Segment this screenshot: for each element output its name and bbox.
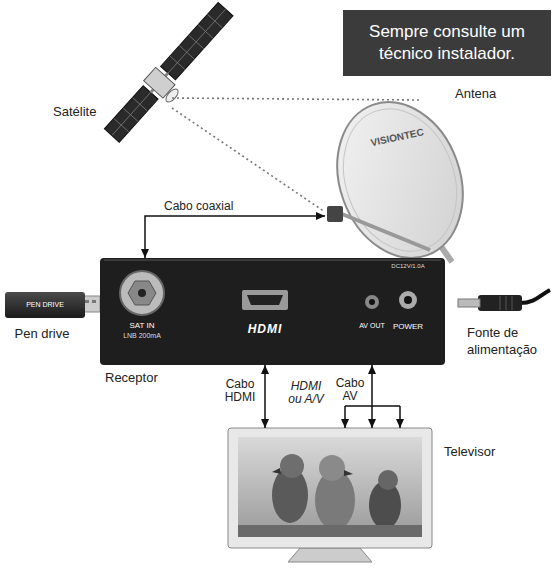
warning-text: Sempre consulte um técnico instalador. — [343, 10, 551, 76]
hdmi-logo: HDMI — [240, 322, 290, 336]
port-name: POWER — [390, 322, 426, 331]
port-rating: DC12V/1.0A — [383, 263, 433, 269]
antenna-drawing — [316, 84, 483, 275]
connector-line — [145, 216, 325, 258]
arrow-head — [141, 249, 149, 258]
option-note: HDMI ou A/V — [284, 380, 328, 406]
port-name: AV OUT — [352, 322, 392, 329]
television-drawing — [228, 428, 432, 562]
power-plug — [458, 290, 550, 311]
cable-connector — [172, 98, 420, 212]
arrow-head — [368, 365, 376, 374]
port-rating: LNB 200mA — [112, 332, 172, 339]
receiver: Receptor — [100, 258, 445, 365]
brand-logo: VISIONTEC — [370, 123, 441, 148]
pen-drive-label: Pen drive — [5, 326, 79, 341]
pen-drive: PEN DRIVEPen drive — [5, 292, 85, 318]
cable-label: Cabo coaxial — [162, 199, 235, 213]
arrow-head — [368, 419, 376, 428]
arrow-head — [341, 419, 349, 428]
connector-line — [172, 98, 420, 212]
port-name: SAT IN — [117, 321, 167, 330]
arrow-head — [261, 419, 269, 428]
arrow-head — [316, 212, 325, 220]
arrow-head — [261, 365, 269, 374]
cable-label: Cabo HDMI — [220, 378, 260, 404]
cable-connector — [261, 365, 269, 428]
satellite-drawing — [102, 0, 242, 150]
receiver-label: Receptor — [105, 370, 185, 385]
power-supply-label: Fonte de alimentação — [467, 324, 553, 358]
antenna-label: Antena — [455, 86, 515, 101]
receiver-drawing — [100, 258, 445, 365]
satellite: Satélite — [50, 12, 172, 147]
arrow-head — [396, 419, 404, 428]
cable-connector — [141, 212, 325, 258]
cable-label: Cabo AV — [333, 377, 367, 403]
antenna: AntenaVISIONTEC — [325, 100, 475, 260]
power-supply: Fonte de alimentação — [455, 288, 545, 316]
connector-line — [264, 365, 266, 428]
warning-box: Sempre consulte um técnico instalador. — [343, 10, 551, 76]
pen-drive-print: PEN DRIVE — [5, 292, 85, 318]
television: Televisor — [228, 428, 432, 563]
television-label: Televisor — [444, 444, 514, 459]
satellite-label: Satélite — [53, 104, 117, 119]
